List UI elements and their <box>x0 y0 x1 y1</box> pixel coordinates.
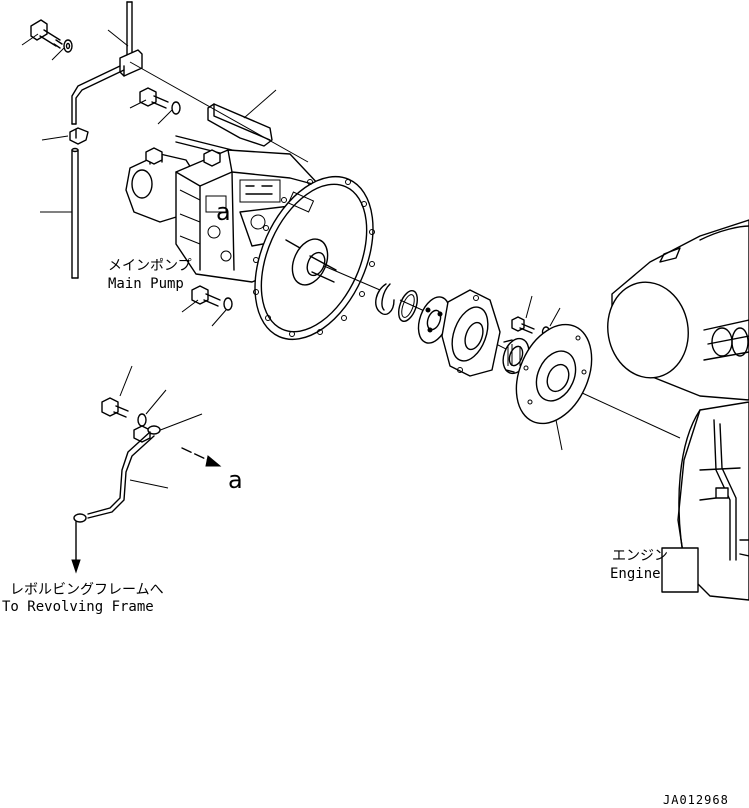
washer-upper-middle <box>171 101 181 115</box>
bolt-coupling <box>511 316 535 334</box>
assembly-centerline <box>323 265 681 439</box>
clamp <box>69 127 89 145</box>
pump-detail-a-mark: a <box>216 198 231 226</box>
detail-a-label: a <box>228 466 243 494</box>
engine-label-jp: エンジン <box>612 548 668 564</box>
pump-bracket <box>207 103 273 147</box>
drawing-code: JA012968 <box>663 793 729 807</box>
coupling-flange <box>417 296 451 344</box>
arrow-down <box>71 521 81 574</box>
engine <box>607 219 749 601</box>
washer-pump-lower <box>223 297 233 311</box>
coupling-housing <box>441 289 501 377</box>
arrow-detail-a <box>181 447 222 467</box>
bolt-lower-left <box>101 397 129 418</box>
washer-lower-left <box>137 413 147 427</box>
main-pump-label-jp: メインポンプ <box>108 258 192 274</box>
bracket-centerline <box>129 61 309 163</box>
top-bolt <box>30 19 63 49</box>
gauge-tube <box>71 147 79 279</box>
snap-ring-2 <box>398 290 418 322</box>
top-washer <box>63 39 73 53</box>
bolt-pump-lower <box>191 285 221 307</box>
snap-ring-1 <box>375 283 395 316</box>
revolving-label-en: To Revolving Frame <box>2 599 154 615</box>
nut-lower-left <box>133 425 151 443</box>
main-pump-label-en: Main Pump <box>108 276 184 292</box>
revolving-label-jp: レボルビングフレームへ <box>10 582 164 598</box>
engine-label-en: Engine <box>610 566 661 582</box>
bolt-upper-middle <box>139 87 169 109</box>
coupling-plate <box>515 323 593 425</box>
ground-cable <box>73 425 161 523</box>
main-pump <box>125 147 375 341</box>
